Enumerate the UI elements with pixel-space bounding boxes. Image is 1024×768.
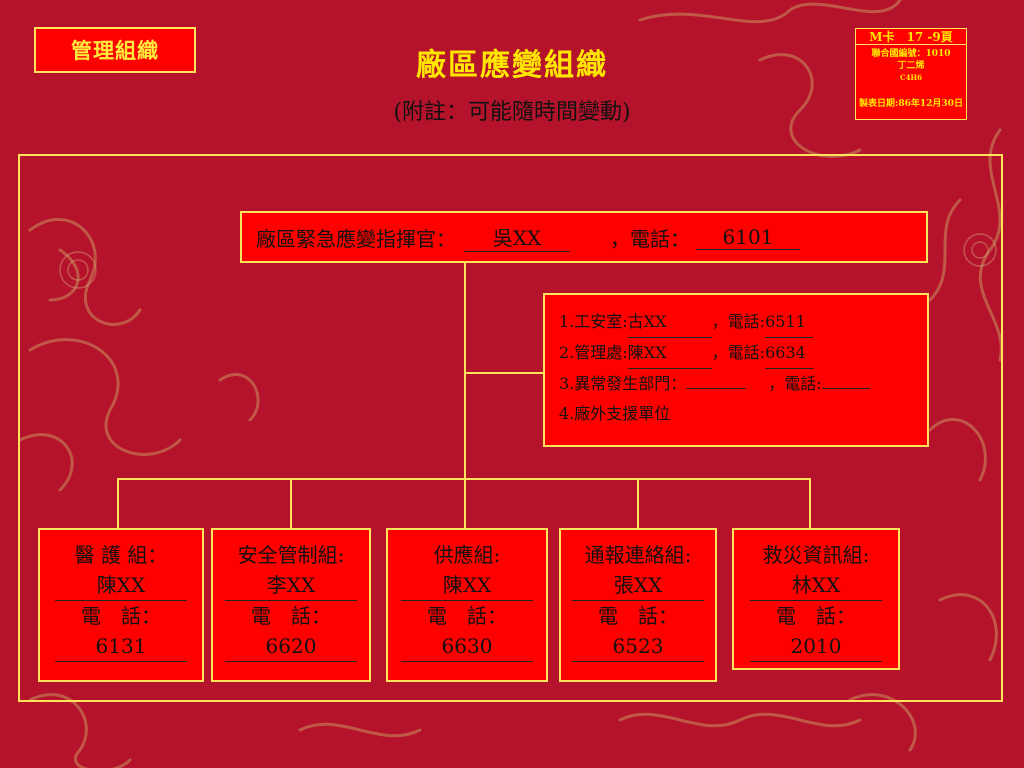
member-row: 2.管理處:陳XX，電話:6634	[559, 338, 927, 369]
group-box-safety-control: 安全管制組: 李XX 電 話： 6620	[211, 528, 371, 682]
group-tel: 6630	[401, 631, 533, 662]
group-tel-label: 電 話：	[427, 604, 507, 628]
management-organization-tag: 管理組織	[34, 27, 196, 73]
member-name	[686, 388, 747, 389]
group-leader-name: 林XX	[750, 570, 882, 601]
group-leader-name: 陳XX	[401, 570, 533, 601]
group-box-supply: 供應組: 陳XX 電 話： 6630	[386, 528, 548, 682]
group-tel: 6523	[572, 631, 704, 662]
commander-label: 廠區緊急應變指揮官：	[256, 226, 456, 251]
group-tel-label: 電 話：	[598, 604, 678, 628]
group-tel: 2010	[750, 631, 882, 662]
member-row: 1.工安室:古XX，電話:6511	[559, 307, 927, 338]
group-title: 醫 護 組：	[74, 543, 168, 567]
card-date: 製表日期:86年12月30日	[859, 99, 963, 109]
group-tel: 6620	[225, 631, 357, 662]
commander-box: 廠區緊急應變指揮官： 吳XX ，電話： 6101	[240, 211, 928, 263]
connector-group-2	[290, 478, 292, 530]
group-title: 通報連絡組:	[584, 543, 692, 567]
member-row: 4.廠外支援單位	[559, 404, 671, 423]
connector-group-3	[464, 478, 466, 530]
card-chemical-name: 丁二烯	[897, 61, 925, 71]
connector-group-5	[809, 478, 811, 530]
page-subtitle: (附註：可能隨時間變動)	[393, 100, 631, 125]
commander-phone-label: ，電話：	[610, 226, 690, 251]
member-phone: 6511	[765, 307, 814, 338]
card-page-number: M卡 17 -9頁	[856, 29, 966, 45]
member-name: 陳XX	[627, 338, 712, 369]
card-chemical-formula: C4H6	[900, 73, 922, 82]
group-box-medical: 醫 護 組： 陳XX 電 話： 6131	[38, 528, 204, 682]
command-members-box: 1.工安室:古XX，電話:6511 2.管理處:陳XX，電話:6634 3.異常…	[543, 293, 929, 447]
org-chart-frame	[18, 154, 1003, 702]
member-phone: 6634	[765, 338, 814, 369]
group-leader-name: 李XX	[225, 570, 357, 601]
connector-main-vertical	[464, 263, 466, 479]
commander-name: 吳XX	[464, 222, 570, 252]
page-title: 廠區應變組織	[416, 48, 608, 83]
group-tel: 6131	[55, 631, 187, 662]
group-leader-name: 張XX	[572, 570, 704, 601]
member-phone	[821, 388, 870, 389]
connector-group-1	[117, 478, 119, 530]
connector-group-4	[637, 478, 639, 530]
member-name: 古XX	[627, 307, 712, 338]
member-row: 3.異常發生部門：，電話:	[559, 369, 927, 399]
card-un-number: 聯合國編號：1010	[871, 49, 951, 59]
group-leader-name: 陳XX	[55, 570, 187, 601]
group-title: 供應組:	[433, 543, 501, 567]
connector-members	[464, 372, 543, 374]
group-tel-label: 電 話：	[776, 604, 856, 628]
group-tel-label: 電 話：	[81, 604, 161, 628]
group-tel-label: 電 話：	[251, 604, 331, 628]
commander-phone: 6101	[696, 225, 800, 250]
group-title: 安全管制組:	[237, 543, 345, 567]
group-title: 救災資訊組:	[762, 543, 870, 567]
group-box-notification: 通報連絡組: 張XX 電 話： 6523	[559, 528, 717, 682]
msds-card-info: M卡 17 -9頁 聯合國編號：1010 丁二烯 C4H6 製表日期:86年12…	[855, 28, 967, 120]
group-box-rescue-info: 救災資訊組: 林XX 電 話： 2010	[732, 528, 900, 670]
